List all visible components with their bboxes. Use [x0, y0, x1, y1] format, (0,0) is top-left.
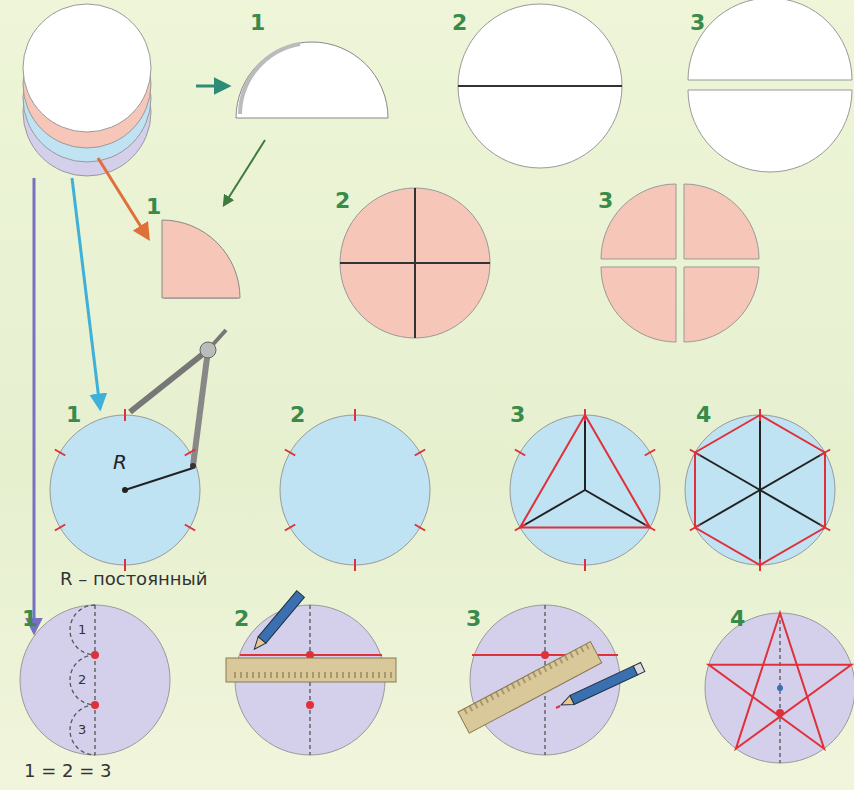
step-number: 3 [690, 12, 705, 34]
arc-mark [415, 450, 425, 456]
arc-mark [515, 450, 525, 456]
inscribed-polygon [520, 415, 650, 528]
arc-mark [690, 525, 700, 531]
step-number: 1 [250, 12, 265, 34]
arc-mark [354, 409, 356, 421]
arc-mark [185, 525, 195, 531]
step-number: 4 [696, 404, 711, 426]
radius-line [695, 453, 760, 491]
arc-mark [645, 450, 655, 456]
step-number: 2 [452, 12, 467, 34]
note-text: R – постоянный [60, 570, 207, 588]
inscribed-polygon [709, 613, 852, 749]
arc-mark [415, 525, 425, 531]
arc-mark [759, 559, 761, 571]
inscribed-polygon [695, 415, 825, 565]
radius-line [759, 490, 761, 565]
step-number: 1 [66, 404, 81, 426]
equality-note: 1 = 2 = 3 [24, 762, 111, 780]
radius-line [760, 453, 825, 491]
arc-mark [820, 525, 830, 531]
radius-line [584, 415, 586, 490]
arc-mark [759, 409, 761, 421]
step-number: 4 [730, 608, 745, 630]
step-number: 3 [598, 190, 613, 212]
segment-number: 3 [78, 723, 86, 736]
segment-number: 2 [78, 673, 86, 686]
step-number: 2 [335, 190, 350, 212]
step-number: 3 [466, 608, 481, 630]
segment-number: 1 [78, 623, 86, 636]
arc-mark [515, 525, 525, 531]
arc-mark [584, 559, 586, 571]
arc-mark [354, 559, 356, 571]
arc-mark [124, 409, 126, 421]
step-number: 2 [290, 404, 305, 426]
step-number: 2 [234, 608, 249, 630]
arc-mark [645, 525, 655, 531]
arc-mark [55, 525, 65, 531]
arc-mark [820, 450, 830, 456]
radius-line [760, 490, 825, 528]
step-number: 1 [146, 196, 161, 218]
arc-mark [285, 525, 295, 531]
radius-label: R [113, 452, 127, 472]
arc-mark [584, 409, 586, 421]
step-number: 1 [22, 608, 37, 630]
step-number: 3 [510, 404, 525, 426]
arc-mark [185, 450, 195, 456]
radius-line [695, 490, 760, 528]
arc-mark [55, 450, 65, 456]
arc-mark [690, 450, 700, 456]
radius-line [759, 415, 761, 490]
arc-mark [285, 450, 295, 456]
